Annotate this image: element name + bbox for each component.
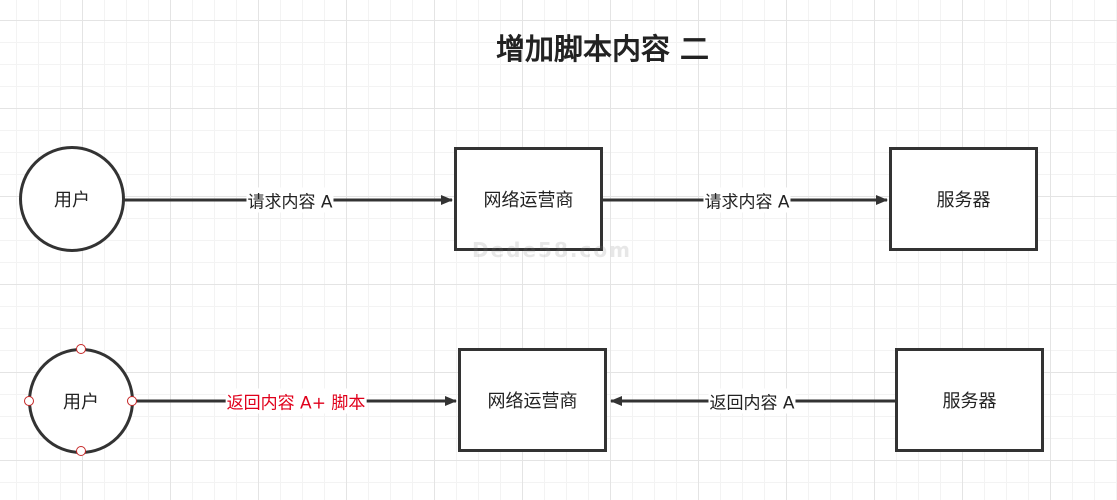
edge-label-return-content: 返回内容 A bbox=[708, 388, 796, 414]
isp-node-bottom[interactable]: 网络运营商 bbox=[458, 348, 607, 452]
resize-handle-left[interactable] bbox=[24, 396, 34, 406]
resize-handle-bottom[interactable] bbox=[76, 446, 86, 456]
edge-label-request-user: 请求内容 A bbox=[246, 187, 334, 213]
watermark-text: Dede58.com bbox=[472, 238, 632, 262]
server-node-top[interactable]: 服务器 bbox=[889, 147, 1038, 251]
resize-handle-right[interactable] bbox=[127, 396, 137, 406]
user-node-top[interactable]: 用户 bbox=[19, 146, 125, 252]
server-node-bottom[interactable]: 服务器 bbox=[895, 348, 1044, 452]
diagram-title: 增加脚本内容 二 bbox=[495, 32, 710, 66]
isp-node-top[interactable]: 网络运营商 bbox=[454, 147, 603, 251]
user-node-bottom[interactable]: 用户 bbox=[28, 348, 134, 454]
edge-label-request-isp: 请求内容 A bbox=[703, 187, 791, 213]
resize-handle-top[interactable] bbox=[76, 344, 86, 354]
edge-label-return-script: 返回内容 A+ 脚本 bbox=[225, 388, 367, 414]
